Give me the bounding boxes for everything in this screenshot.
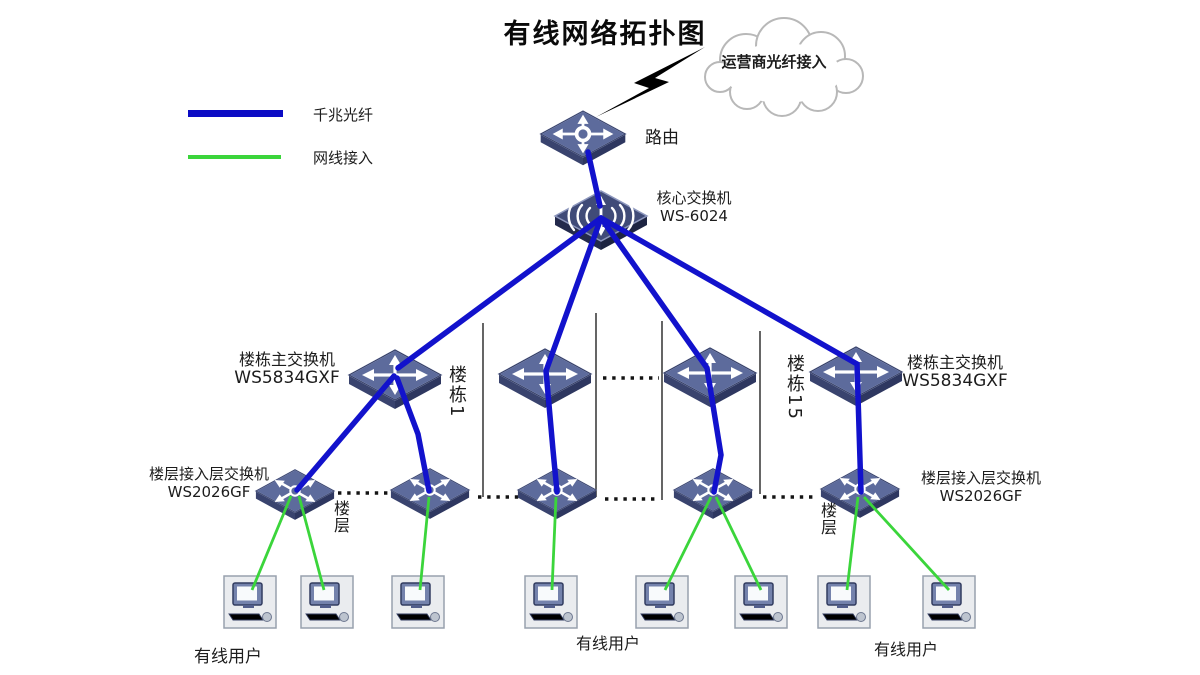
ethernet-link [418, 496, 431, 591]
ellipsis-dots [338, 376, 815, 501]
building-switch-right-model: WS5834GXF [902, 371, 1008, 391]
wired-users-right-label: 有线用户 [874, 640, 939, 659]
pc-icon-8 [922, 575, 976, 629]
ethernet-link [845, 496, 860, 591]
legend-ethernet-label: 网线接入 [313, 149, 374, 167]
isp-cloud-label: 运营商光纤接入 [721, 53, 827, 71]
floor-switch-right-model: WS2026GF [939, 487, 1023, 505]
pc-icon-7 [817, 575, 871, 629]
building-switch-left-model: WS5834GXF [234, 368, 340, 388]
fiber-core-building1 [395, 215, 604, 371]
lightning-bolt-icon [596, 47, 705, 117]
core-switch-model: WS-6024 [660, 207, 728, 225]
floor-switch-icon-2 [391, 469, 469, 519]
ethernet-link [663, 496, 713, 591]
building15-label: 楼栋15 [784, 354, 805, 421]
fiber-core-building15-floor [598, 215, 864, 495]
floor-switch-right-label-block: 楼层接入层交换机 WS2026GF [910, 469, 1052, 505]
floor-switch-left-name: 楼层接入层交换机 [148, 465, 269, 483]
ethernet-links [250, 495, 951, 591]
ethernet-link [250, 495, 293, 591]
ethernet-link [862, 496, 951, 591]
pc-icon-2 [300, 575, 354, 629]
floor-switch-left-label-block: 楼层接入层交换机 WS2026GF [138, 465, 280, 501]
fiber-links [294, 149, 864, 495]
pc-icon-6 [734, 575, 788, 629]
isp-cloud-icon [704, 17, 864, 117]
floor-switch-right-name: 楼层接入层交换机 [920, 469, 1041, 487]
ethernet-link [297, 495, 326, 591]
floor-right-label: 楼层 [818, 502, 837, 536]
building-switch-right-label-block: 楼栋主交换机 WS5834GXF [882, 353, 1028, 391]
wired-users-left-label: 有线用户 [194, 647, 262, 667]
fiber-building1-floor2 [394, 375, 432, 494]
building-switch-left-name: 楼栋主交换机 [238, 350, 335, 369]
fiber-core-building2-floor [543, 215, 604, 495]
core-switch-name: 核心交换机 [656, 189, 732, 207]
router-icon [541, 111, 626, 165]
building-dividers [482, 313, 761, 500]
legend-fiber-label: 千兆光纤 [313, 106, 374, 124]
wired-users-center-label: 有线用户 [576, 634, 641, 653]
core-switch-label-block: 核心交换机 WS-6024 [638, 189, 750, 225]
pc-icon-5 [635, 575, 689, 629]
floor-switch-left-model: WS2026GF [167, 483, 251, 501]
ethernet-link [714, 496, 763, 591]
ethernet-link [550, 496, 558, 591]
building1-label: 楼栋1 [446, 365, 467, 419]
building-switch-left-label-block: 楼栋主交换机 WS5834GXF [214, 350, 360, 388]
legend-ethernet-line-swatch [188, 155, 281, 159]
building-switch-right-name: 楼栋主交换机 [906, 353, 1003, 372]
pc-icon-1 [223, 575, 277, 629]
fiber-building1-floor1 [294, 373, 397, 493]
floor-left-label: 楼层 [331, 500, 350, 534]
router-label: 路由 [645, 128, 679, 148]
fiber-core-building3-floor [598, 215, 724, 495]
fiber-router-core [585, 149, 603, 209]
page-title: 有线网络拓扑图 [503, 19, 707, 50]
pc-icon-3 [391, 575, 445, 629]
legend-fiber-line-swatch [188, 110, 283, 117]
